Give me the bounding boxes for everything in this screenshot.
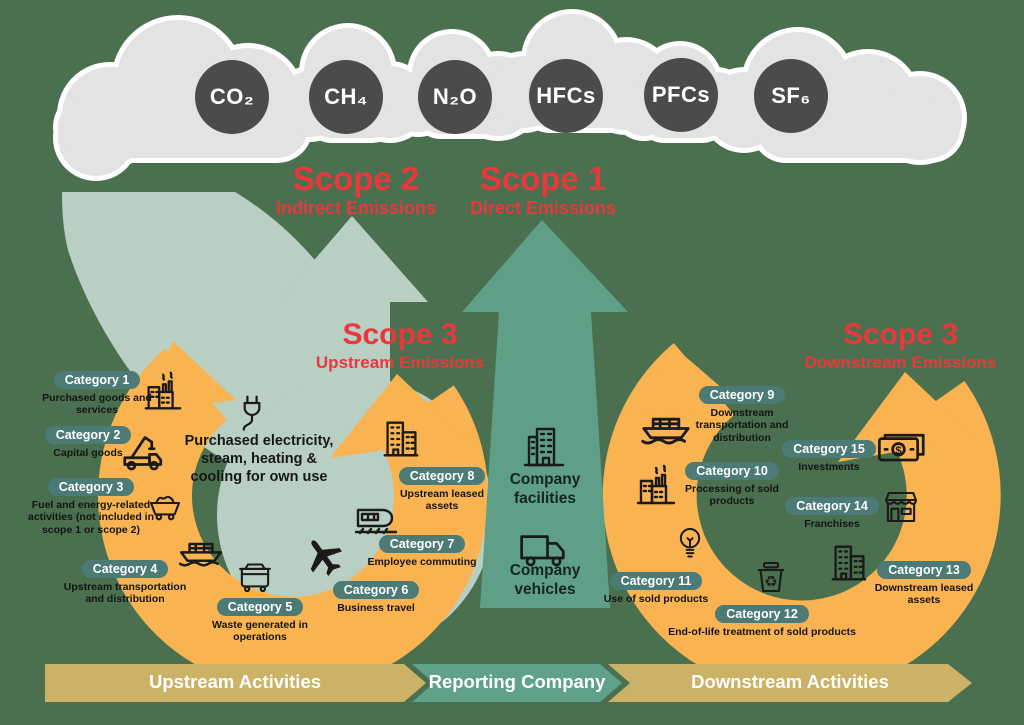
scope3-upstream-arc — [98, 341, 488, 691]
category-4-pill: Category 4 — [81, 560, 169, 578]
category-7-desc: Employee commuting — [367, 556, 477, 568]
office-buildings-icon — [826, 540, 872, 586]
gas-chip-n2o: N₂O — [418, 60, 492, 134]
office-buildings-icon — [378, 416, 424, 462]
recycle-bin-icon — [750, 556, 792, 598]
clouds — [53, 9, 967, 181]
category-9-pill: Category 9 — [698, 386, 786, 404]
category-14-pill: Category 14 — [785, 497, 879, 515]
category-4-desc: Upstream transportation and distribution — [63, 581, 187, 606]
scope3-downstream-subtitle: Downstream Emissions — [804, 353, 997, 372]
scope1-arrow — [462, 220, 628, 608]
bottom-bands — [45, 664, 972, 702]
category-15: Category 15 Investments — [773, 440, 885, 473]
category-8-desc: Upstream leased assets — [399, 488, 485, 513]
reporting-company-label: Reporting Company — [428, 671, 606, 692]
gas-chip-sf6: SF₆ — [754, 59, 828, 133]
category-1-desc: Purchased goods and services — [42, 392, 152, 417]
category-12: Category 12 End-of-life treatment of sol… — [656, 605, 868, 638]
category-5-pill: Category 5 — [216, 598, 304, 616]
category-11: Category 11 Use of sold products — [599, 572, 713, 605]
plug-icon — [230, 392, 274, 436]
factory-icon — [140, 369, 186, 415]
company-vehicles-label: Company vehicles — [509, 562, 581, 598]
scope2-arrow — [278, 216, 428, 445]
scope3-downstream-title: Scope 3 — [842, 318, 959, 351]
category-13-desc: Downstream leased assets — [874, 582, 974, 607]
scope3-upstream-arrowhead — [330, 374, 465, 458]
gas-chip-co2: CO₂ — [195, 60, 269, 134]
category-6: Category 6 Business travel — [321, 581, 431, 614]
category-3-desc: Fuel and energy-related activities (not … — [27, 499, 154, 536]
category-15-pill: Category 15 — [782, 440, 876, 458]
category-8-pill: Category 8 — [398, 467, 486, 485]
scope3-downstream-arrowhead — [838, 372, 975, 462]
category-11-desc: Use of sold products — [603, 593, 709, 605]
reporting-band — [412, 664, 622, 702]
gas-chip-hfcs: HFCs — [529, 59, 603, 133]
gas-chip-pfcs: PFCs — [644, 58, 718, 132]
upstream-band — [45, 664, 426, 702]
scope1-title: Scope 1 — [479, 160, 607, 197]
scope1-subtitle: Direct Emissions — [469, 198, 617, 218]
category-8: Category 8 Upstream leased assets — [384, 467, 500, 513]
company-facilities-label: Company facilities — [509, 471, 581, 507]
category-5-desc: Waste generated in operations — [212, 619, 308, 644]
dumpster-icon — [234, 554, 276, 596]
category-9-desc: Downstream transportation and distributi… — [695, 407, 789, 444]
category-12-pill: Category 12 — [715, 605, 809, 623]
scope3-upstream-title: Scope 3 — [342, 318, 458, 351]
category-6-desc: Business travel — [337, 602, 415, 614]
scope2-label: Scope 2 Indirect Emissions — [246, 162, 466, 217]
category-3: Category 3 Fuel and energy-related activ… — [23, 478, 159, 536]
category-2-desc: Capital goods — [53, 447, 123, 459]
category-7-pill: Category 7 — [378, 535, 466, 553]
company-building-icon — [520, 424, 568, 472]
downstream-band — [608, 664, 972, 702]
cargo-ship-icon — [176, 518, 226, 568]
downstream-activities-label: Downstream Activities — [691, 671, 889, 692]
category-2: Category 2 Capital goods — [26, 426, 150, 459]
scope3-upstream-label: Scope 3 Upstream Emissions — [295, 318, 505, 372]
storefront-icon — [880, 486, 922, 528]
crane-truck-icon — [118, 424, 172, 478]
scope1-label: Scope 1 Direct Emissions — [433, 162, 653, 217]
upstream-activities-label: Upstream Activities — [148, 671, 322, 692]
category-1: Category 1 Purchased goods and services — [34, 371, 160, 417]
category-10: Category 10 Processing of sold products — [676, 462, 788, 508]
category-15-desc: Investments — [798, 461, 860, 473]
category-11-pill: Category 11 — [609, 572, 703, 590]
category-3-pill: Category 3 — [47, 478, 135, 496]
category-6-pill: Category 6 — [332, 581, 420, 599]
category-13: Category 13 Downstream leased assets — [868, 561, 980, 607]
scope2-subtitle: Indirect Emissions — [275, 198, 437, 218]
category-13-pill: Category 13 — [877, 561, 971, 579]
category-2-pill: Category 2 — [44, 426, 132, 444]
scope3-upstream-subtitle: Upstream Emissions — [315, 353, 485, 372]
category-12-desc: End-of-life treatment of sold products — [668, 626, 856, 638]
category-10-desc: Processing of sold products — [685, 483, 779, 508]
category-10-pill: Category 10 — [685, 462, 779, 480]
category-14: Category 14 Franchises — [776, 497, 888, 530]
scope2-title: Scope 2 — [292, 160, 420, 197]
gas-chip-ch4: CH₄ — [309, 60, 383, 134]
cargo-ship-icon — [638, 390, 694, 446]
category-7: Category 7 Employee commuting — [364, 535, 480, 568]
scope3-downstream-label: Scope 3 Downstream Emissions — [793, 318, 1008, 372]
category-14-desc: Franchises — [804, 518, 860, 530]
category-9: Category 9 Downstream transportation and… — [687, 386, 797, 444]
category-1-pill: Category 1 — [53, 371, 141, 389]
purchased-energy-note: Purchased electricity, steam, heating & … — [184, 433, 334, 486]
money-icon — [876, 424, 930, 478]
category-4: Category 4 Upstream transportation and d… — [58, 560, 192, 606]
factory-icon — [632, 462, 680, 510]
lightbulb-icon — [670, 524, 710, 564]
category-5: Category 5 Waste generated in operations — [196, 598, 324, 644]
